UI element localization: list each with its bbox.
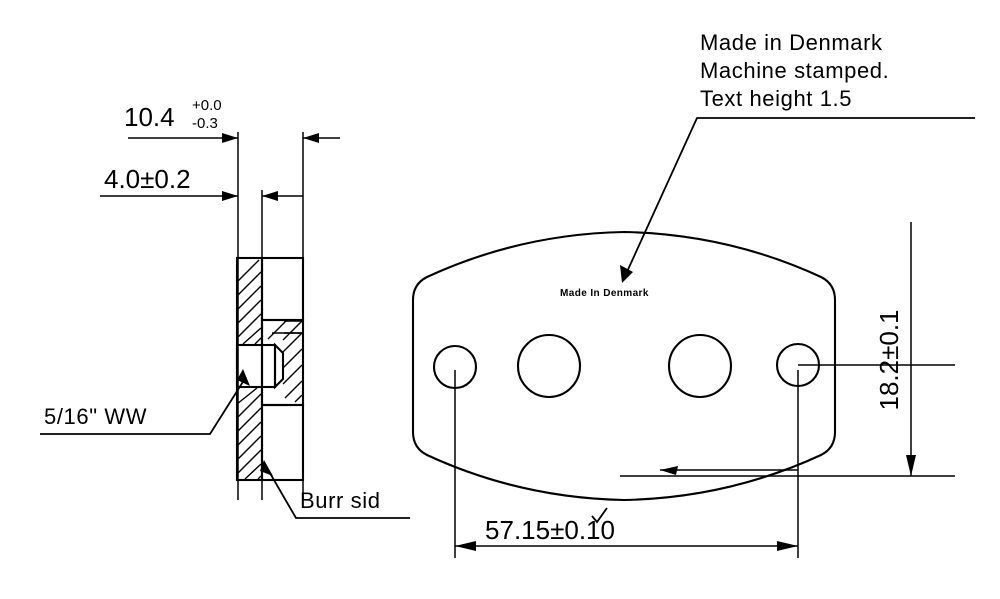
thread-note-label: 5/16" WW — [44, 404, 147, 429]
manufacture-note-line-1: Made in Denmark — [700, 30, 883, 55]
dimension-hole-spacing-arrow-left — [455, 541, 476, 551]
dimension-hole-spacing-value: 57.15±0.10 — [485, 515, 615, 545]
surface-finish-check-icon — [591, 507, 608, 524]
section-lower-block-outline — [260, 403, 305, 482]
burr-note-label: Burr sid — [300, 488, 381, 513]
dimension-thickness-overall-arrow-left — [222, 133, 238, 143]
manufacture-note-leader-arrowhead — [620, 265, 633, 283]
dimension-thickness-step-arrow-left — [222, 191, 238, 201]
section-hatch-left-lower — [236, 387, 262, 480]
plate-bottom-edge-reference-arrowhead — [660, 466, 678, 475]
burr-note-clip-mask — [410, 478, 450, 530]
section-hatch-middle-block — [267, 320, 303, 403]
manufacture-note-group: Made in Denmark Machine stamped. Text he… — [620, 30, 975, 283]
manufacture-note-leader-line — [625, 117, 975, 275]
dimension-thickness-overall: 10.4 +0.0 -0.3 — [124, 97, 340, 143]
manufacture-note-line-2: Machine stamped. — [700, 58, 889, 83]
thread-note-leader-line — [40, 376, 247, 435]
plate-outline — [411, 230, 837, 502]
dimension-hole-to-edge-value: 18.2±0.1 — [874, 309, 904, 410]
section-boss-chamfer — [273, 342, 285, 390]
hole-large-right — [667, 333, 733, 399]
plate-stamp-text: Made In Denmark — [560, 288, 649, 299]
dimension-thickness-step: 4.0±0.2 — [100, 164, 303, 201]
dimension-thickness-overall-upper-tolerance: +0.0 — [192, 97, 222, 114]
burr-note-group: Burr sid — [260, 460, 410, 519]
section-hatch-left-upper — [236, 259, 262, 345]
dimension-thickness-overall-value: 10.4 — [124, 102, 175, 132]
dimension-hole-spacing: 57.15±0.10 — [454, 370, 799, 558]
dimension-thickness-step-value: 4.0±0.2 — [104, 164, 191, 194]
dimension-hole-to-edge-arrow-bottom — [906, 455, 916, 476]
burr-note-leader-line — [266, 467, 410, 519]
section-upper-block-outline — [260, 256, 305, 322]
plate-front-view-group: Made In Denmark 57.15±0.10 18.2±0.1 — [411, 222, 955, 558]
dimension-thickness-overall-lower-tolerance: -0.3 — [192, 115, 218, 132]
thread-note-leader-arrowhead — [237, 369, 250, 386]
dimension-hole-spacing-arrow-right — [777, 541, 798, 551]
hole-large-left — [516, 333, 582, 399]
dimension-hole-to-edge: 18.2±0.1 — [620, 222, 955, 477]
burr-note-leader-arrowhead — [260, 460, 273, 476]
section-view-group: 10.4 +0.0 -0.3 4.0±0.2 — [40, 97, 450, 530]
thread-note-group: 5/16" WW — [40, 369, 250, 435]
dimension-thickness-step-arrow-right — [262, 191, 278, 201]
dimension-thickness-overall-arrow-right — [303, 133, 319, 143]
manufacture-note-line-3: Text height 1.5 — [700, 86, 852, 111]
